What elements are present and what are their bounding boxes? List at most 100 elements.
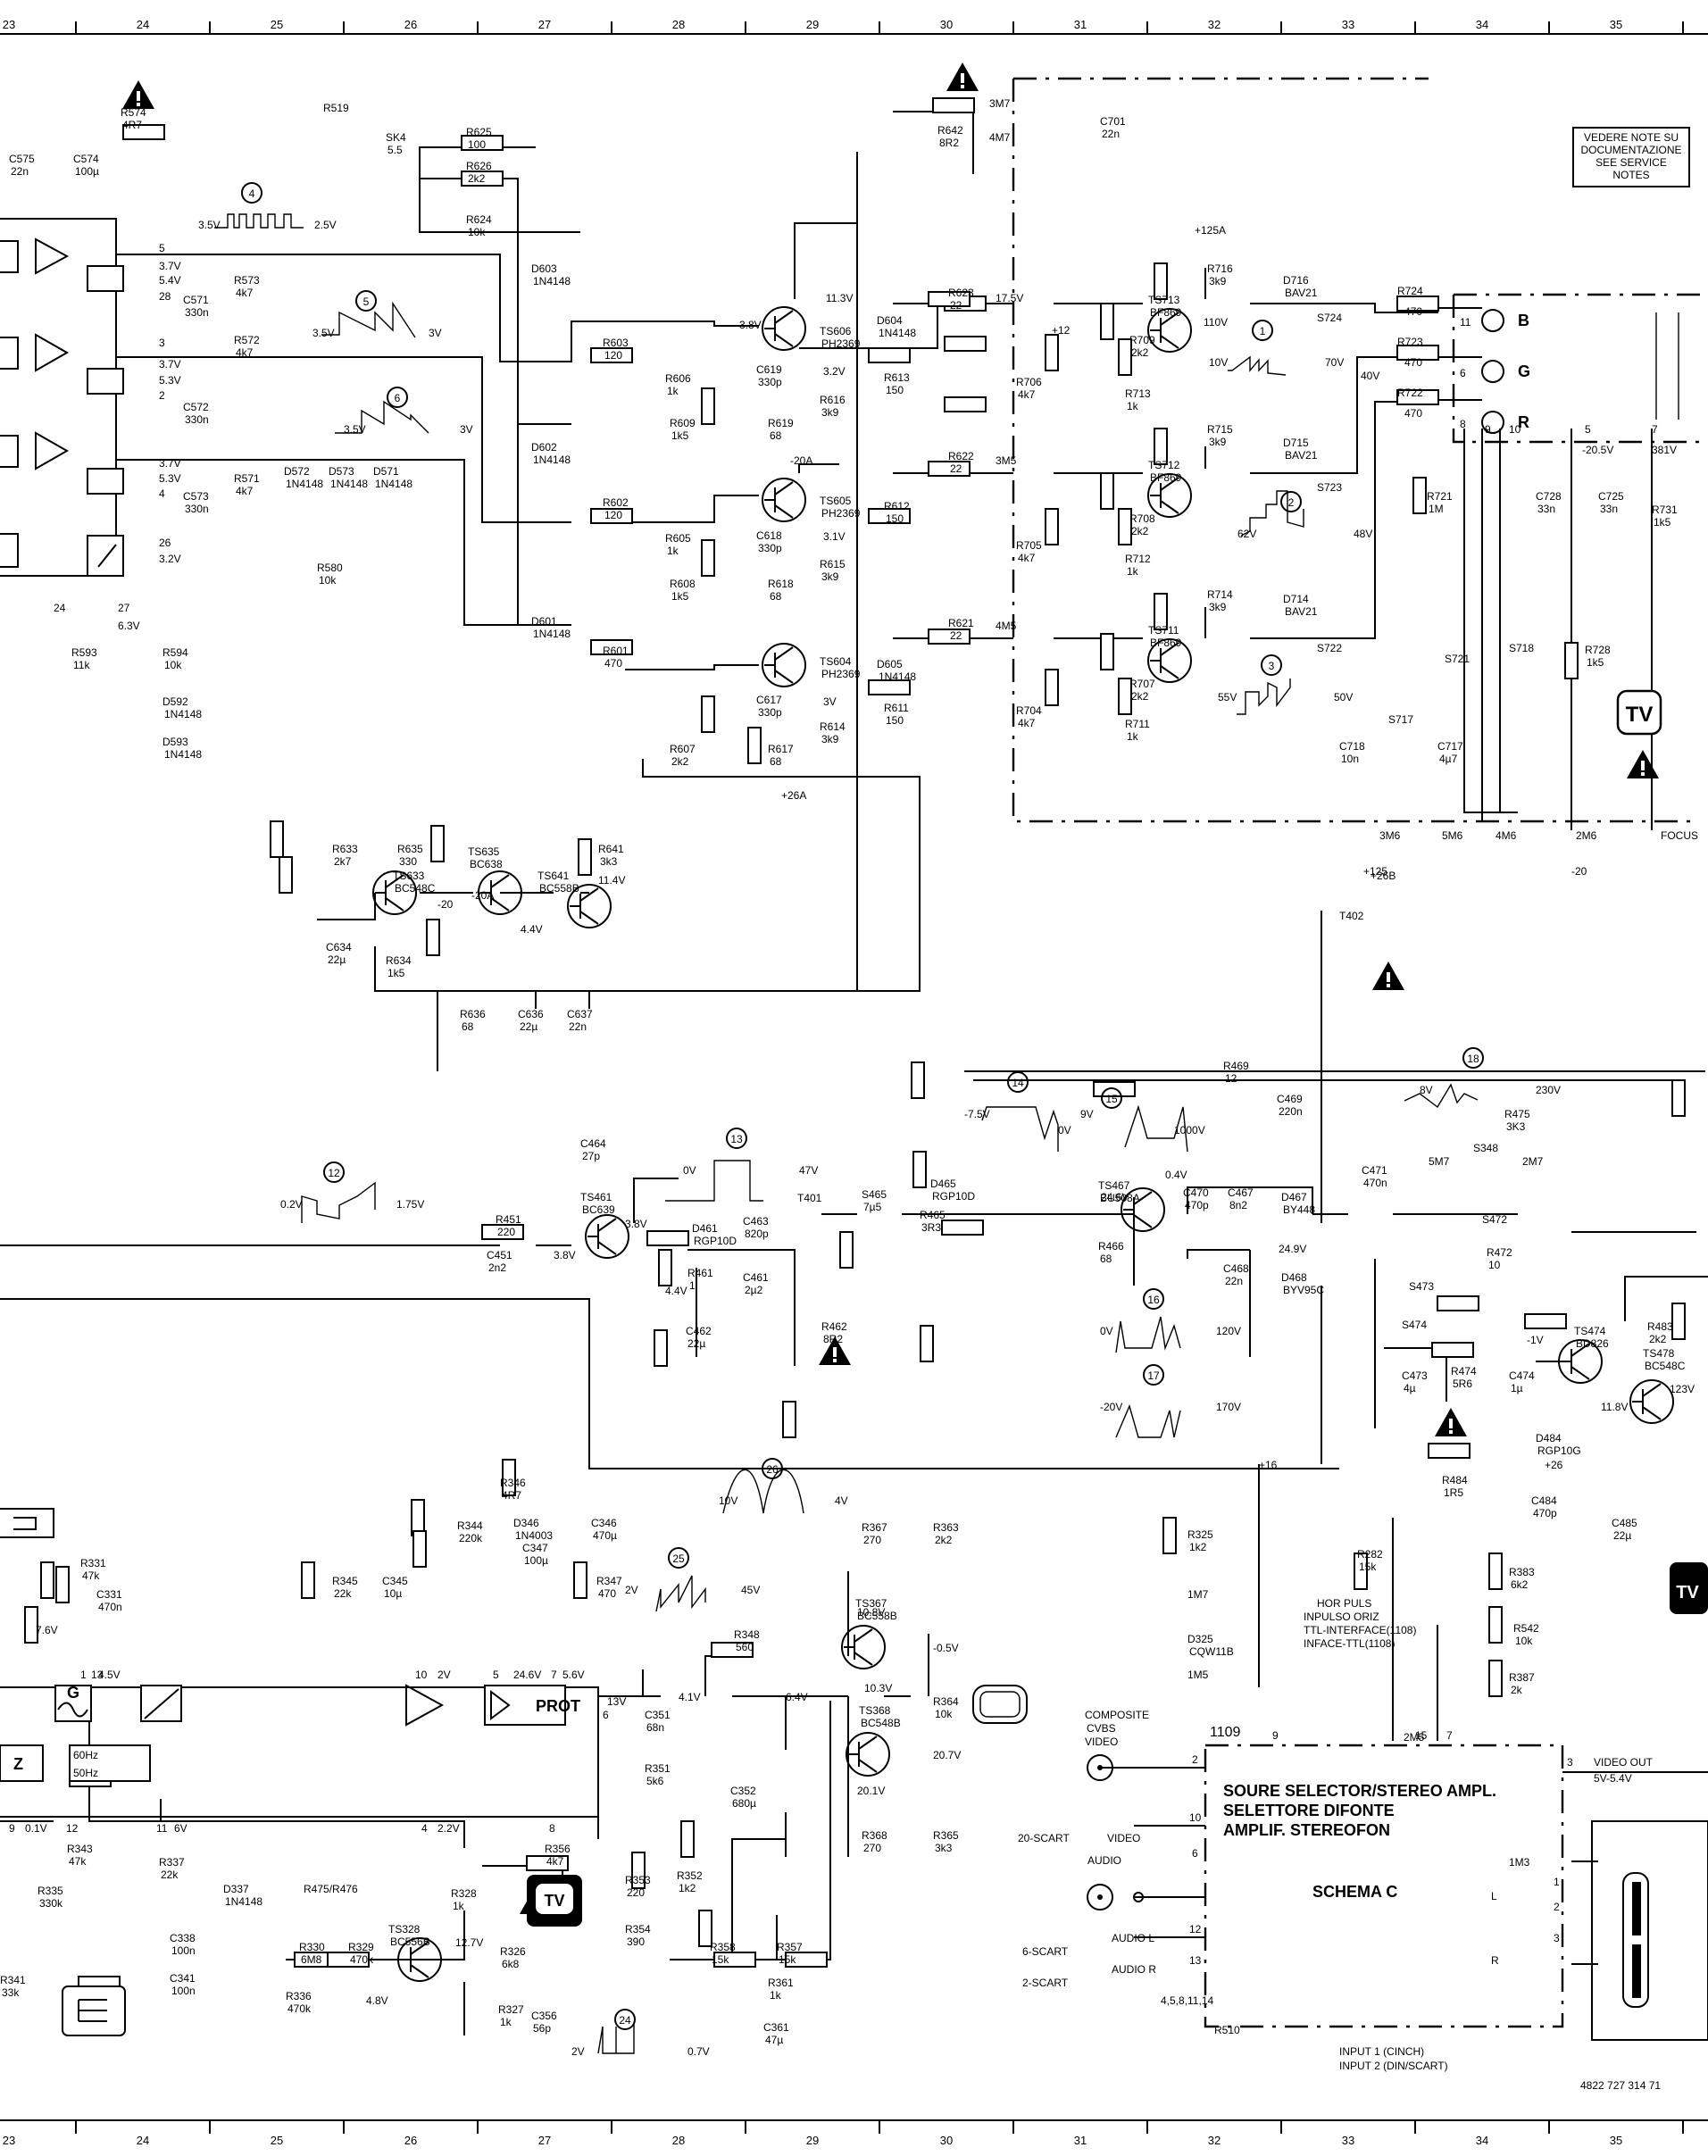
label-R716: R716 bbox=[1207, 262, 1233, 275]
value-C728: 33n bbox=[1537, 503, 1555, 515]
resistor-19 bbox=[481, 1224, 524, 1240]
value-R329: 470k bbox=[350, 1953, 374, 1966]
label-C473: C473 bbox=[1402, 1369, 1428, 1382]
value-R611: 150 bbox=[886, 714, 904, 727]
hor-puls-2: INPULSO ORIZ bbox=[1304, 1611, 1379, 1623]
waveform-v1-18: 8V bbox=[1420, 1084, 1433, 1096]
label-S473: S473 bbox=[1409, 1280, 1434, 1293]
ic-upper-pin-1: 3.7V bbox=[159, 260, 181, 272]
value-R358: 15k bbox=[712, 1953, 729, 1966]
ic-60hz: 60Hz bbox=[73, 1749, 98, 1761]
crt-pin-6: 6 bbox=[1460, 367, 1466, 379]
resistor-16 bbox=[1396, 296, 1439, 312]
label-D714: D714 bbox=[1283, 593, 1309, 605]
label-R709: R709 bbox=[1129, 334, 1155, 346]
transistor-11 bbox=[1558, 1339, 1603, 1384]
resistor-v-29 bbox=[1118, 338, 1132, 376]
grid-bottom-25: 25 bbox=[271, 2134, 283, 2147]
waveform-marker-6 bbox=[387, 387, 408, 408]
value-R451: 220 bbox=[497, 1226, 515, 1238]
label-R474: R474 bbox=[1451, 1365, 1477, 1378]
tv-icon: TV bbox=[1616, 689, 1662, 736]
waveform-marker-14 bbox=[1007, 1071, 1029, 1093]
resistor-v-27 bbox=[1045, 508, 1059, 545]
svg-text:TV: TV bbox=[1626, 703, 1654, 727]
volt-28: 10.3V bbox=[864, 1682, 892, 1694]
label-S721: S721 bbox=[1445, 653, 1470, 665]
value-TS328: BC556B bbox=[390, 1935, 430, 1948]
value-D573: 1N4148 bbox=[330, 478, 368, 490]
label-R721: R721 bbox=[1427, 490, 1453, 503]
resistor-11 bbox=[868, 508, 911, 524]
waveform-v1-3: 55V bbox=[1218, 691, 1237, 703]
resistor-17 bbox=[1396, 345, 1439, 361]
waveform-marker-12 bbox=[323, 1161, 345, 1183]
value-C461: 2µ2 bbox=[745, 1284, 763, 1296]
value-R617: 68 bbox=[770, 755, 782, 768]
value-C573: 330n bbox=[185, 503, 209, 515]
transistor-9 bbox=[585, 1214, 629, 1259]
label-D601: D601 bbox=[531, 615, 557, 628]
waveform-marker-5 bbox=[355, 290, 377, 312]
resistor-v-16 bbox=[701, 387, 715, 425]
waveform-v2-25: 45V bbox=[741, 1584, 760, 1596]
ic-lower-pin-0: 7.6V bbox=[36, 1624, 58, 1636]
value-R706: 4k7 bbox=[1018, 388, 1036, 401]
label-C361: C361 bbox=[763, 2021, 789, 2034]
label-R626: R626 bbox=[466, 160, 492, 172]
resistor-v-26 bbox=[1045, 334, 1059, 371]
value-TS711: BF869 bbox=[1150, 637, 1182, 649]
selector-pin-11: 2 bbox=[1554, 1901, 1560, 1913]
resistor-v-3 bbox=[301, 1561, 315, 1599]
value-R594: 10k bbox=[164, 659, 182, 671]
resistor-6 bbox=[944, 396, 987, 412]
wiring bbox=[0, 111, 1708, 2035]
volt-32: 4.8V bbox=[366, 1994, 388, 2007]
crt-pin-8: 8 bbox=[1460, 418, 1466, 430]
grid-top-23: 23 bbox=[3, 18, 15, 31]
label-R635: R635 bbox=[397, 843, 423, 855]
value-R325: 1k2 bbox=[1189, 1541, 1207, 1553]
transistor-10 bbox=[1121, 1187, 1165, 1232]
volt-21: 0.4V bbox=[1165, 1169, 1187, 1181]
label-C618: C618 bbox=[756, 529, 782, 542]
resistor-14 bbox=[928, 461, 971, 477]
output-label: VIDEO OUT bbox=[1594, 1756, 1654, 1769]
ic-lower-pin-8: 7 bbox=[551, 1669, 557, 1681]
resistor-v-21 bbox=[1154, 428, 1168, 465]
resistor-v-5 bbox=[412, 1530, 427, 1568]
volt-22: 24.9V bbox=[1279, 1243, 1306, 1255]
ic-lower-pin-5: 2V bbox=[437, 1669, 451, 1681]
resistor-v-46 bbox=[658, 1249, 672, 1286]
resistor-v-17 bbox=[701, 539, 715, 577]
resistor-3 bbox=[932, 97, 975, 113]
rail-label-1: 5M6 bbox=[1442, 829, 1463, 842]
resistor-29 bbox=[327, 1952, 370, 1968]
crt-volt-0: -20.5V bbox=[1582, 444, 1613, 456]
rail-label-3: 2M6 bbox=[1576, 829, 1597, 842]
label-TS478: TS478 bbox=[1643, 1347, 1675, 1360]
crt-pin-label-B: B bbox=[1518, 312, 1529, 329]
value-R614: 3k9 bbox=[821, 733, 839, 745]
label-TS711: TS711 bbox=[1148, 624, 1179, 637]
label-R363: R363 bbox=[933, 1521, 959, 1534]
waveform-v1-17: -20V bbox=[1100, 1401, 1122, 1413]
selector-title-2: SELETTORE DIFONTE bbox=[1223, 1802, 1395, 1819]
resistor-v-39 bbox=[1488, 1660, 1503, 1697]
waveform-v2-5: 3V bbox=[429, 327, 442, 339]
waveform-v1-25: 2V bbox=[625, 1584, 638, 1596]
part-number: 4822 727 314 71 bbox=[1580, 2079, 1661, 2092]
label-R608: R608 bbox=[670, 578, 696, 590]
waveform-v1-6: 3.5V bbox=[344, 423, 366, 436]
label-R606: R606 bbox=[665, 372, 691, 385]
label-R731: R731 bbox=[1652, 504, 1678, 516]
label-R624: R624 bbox=[466, 213, 492, 226]
value-D593: 1N4148 bbox=[164, 748, 202, 761]
value-C574: 100µ bbox=[75, 165, 99, 178]
value-D601: 1N4148 bbox=[533, 628, 571, 640]
value-C352: 680µ bbox=[732, 1797, 756, 1810]
waveform-v1-12: 0.2V bbox=[280, 1198, 303, 1211]
speaker-icon bbox=[62, 1985, 126, 2036]
label-C331: C331 bbox=[96, 1588, 122, 1601]
value-R716: 3k9 bbox=[1209, 275, 1227, 287]
